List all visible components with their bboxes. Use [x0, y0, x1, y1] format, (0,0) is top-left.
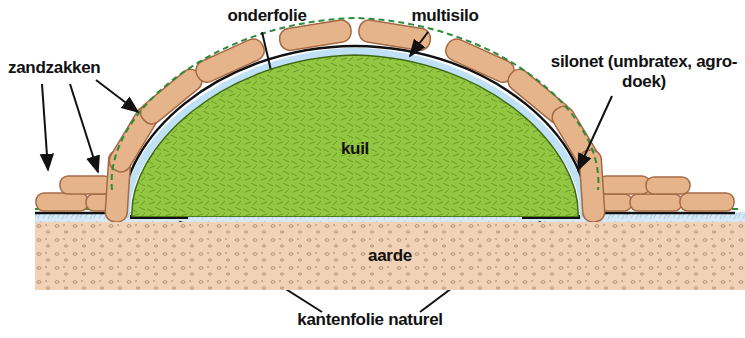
soil-band: aarde: [35, 222, 745, 290]
heap-shape: [130, 50, 580, 217]
callout-label: silonet (umbratex, agro-doek): [548, 52, 740, 91]
part-label: aarde: [368, 246, 412, 266]
callout-label: onderfolie: [212, 6, 322, 26]
sandbags: [36, 19, 734, 223]
callout-label: multisilo: [390, 6, 500, 26]
callout-label: kantenfolie naturel: [270, 310, 470, 330]
part-label: kuil: [341, 139, 369, 159]
callout-label: zandzakken: [8, 58, 118, 78]
silage-heap: kuil: [130, 50, 580, 217]
